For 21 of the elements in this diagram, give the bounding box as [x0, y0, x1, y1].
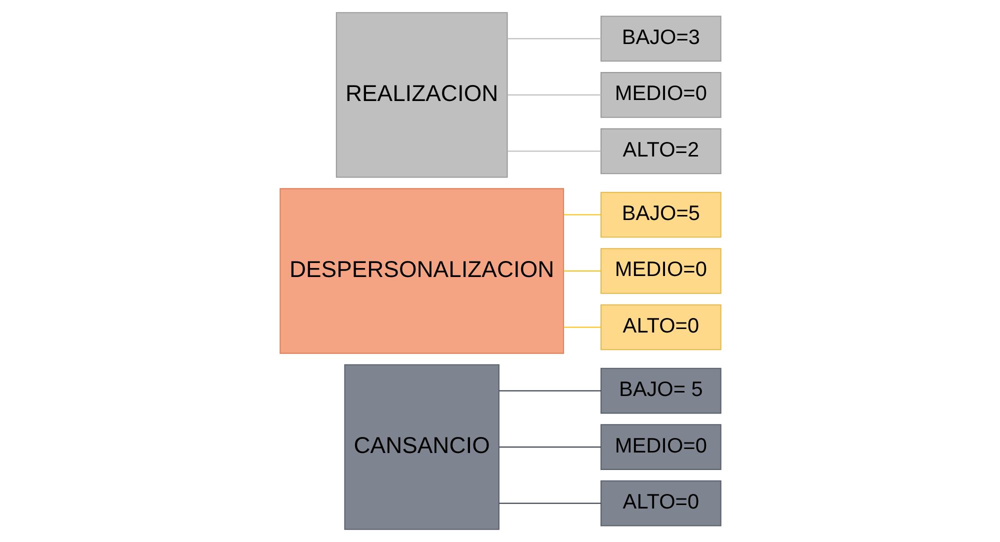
node-box: ALTO=0	[600, 480, 721, 526]
connector	[507, 150, 600, 152]
connector	[507, 38, 600, 40]
node-box: REALIZACION	[335, 12, 508, 178]
node-box: ALTO=2	[600, 128, 721, 174]
connector	[498, 390, 600, 392]
connector	[498, 446, 600, 448]
node-box: MEDIO=0	[600, 424, 721, 470]
node-box: ALTO=0	[600, 304, 721, 350]
connector	[507, 94, 600, 96]
node-box: BAJO= 5	[600, 368, 721, 414]
node-box: BAJO=5	[600, 192, 721, 238]
node-box: MEDIO=0	[600, 72, 721, 118]
node-box: MEDIO=0	[600, 248, 721, 294]
connector	[563, 270, 600, 272]
node-box: DESPERSONALIZACION	[279, 188, 564, 354]
connector	[563, 214, 600, 216]
node-box: BAJO=3	[600, 16, 721, 62]
connector	[498, 502, 600, 504]
connector	[563, 326, 600, 328]
node-box: CANSANCIO	[344, 364, 499, 530]
